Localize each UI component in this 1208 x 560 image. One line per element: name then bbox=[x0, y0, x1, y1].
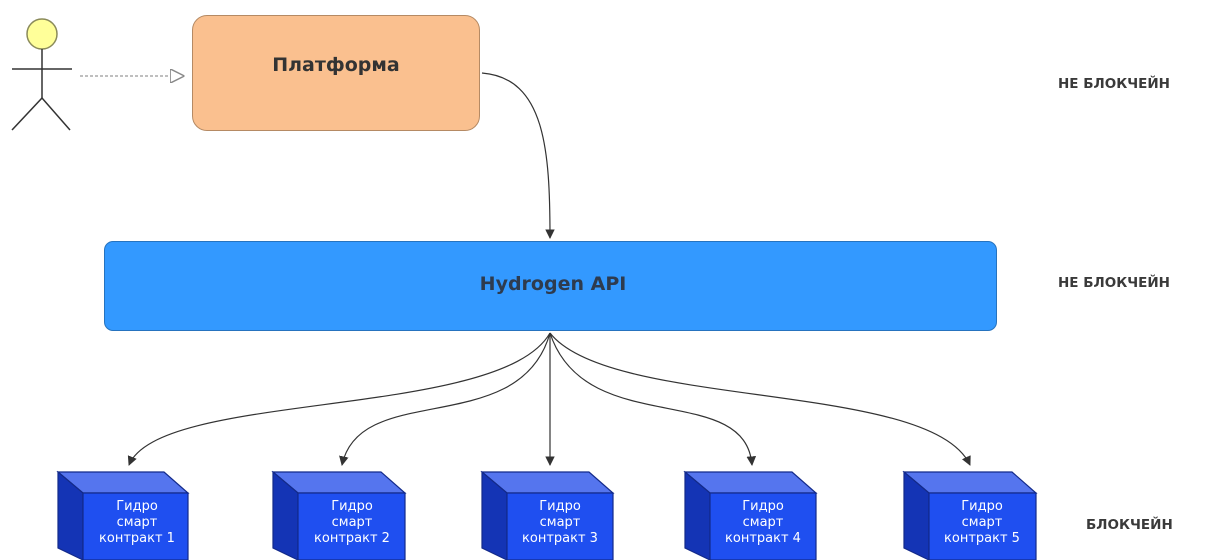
actor-icon bbox=[11, 18, 72, 131]
contract-cube-5 bbox=[902, 470, 1038, 560]
platform-to-api-connector bbox=[481, 72, 555, 239]
hydrogen-api-box: Hydrogen API bbox=[104, 241, 997, 331]
api-to-contracts-connectors bbox=[127, 332, 971, 466]
platform-layer-label: НЕ БЛОКЧЕЙН bbox=[1058, 76, 1170, 92]
contract-layer-label: БЛОКЧЕЙН bbox=[1086, 517, 1173, 533]
contract-cube-4 bbox=[683, 470, 818, 560]
platform-label: Платформа bbox=[272, 54, 400, 76]
connector-contract-5 bbox=[549, 332, 971, 466]
connector-contract-1 bbox=[127, 332, 551, 466]
connector-contract-4 bbox=[549, 332, 757, 466]
contract-cube-2 bbox=[271, 470, 407, 560]
contract-cube-3 bbox=[480, 470, 615, 560]
contract-cube-1 bbox=[56, 470, 190, 560]
connector-contract-2 bbox=[339, 332, 551, 466]
platform-box: Платформа bbox=[192, 15, 480, 131]
hydrogen-api-label: Hydrogen API bbox=[479, 273, 627, 295]
api-layer-label: НЕ БЛОКЧЕЙН bbox=[1058, 275, 1170, 291]
